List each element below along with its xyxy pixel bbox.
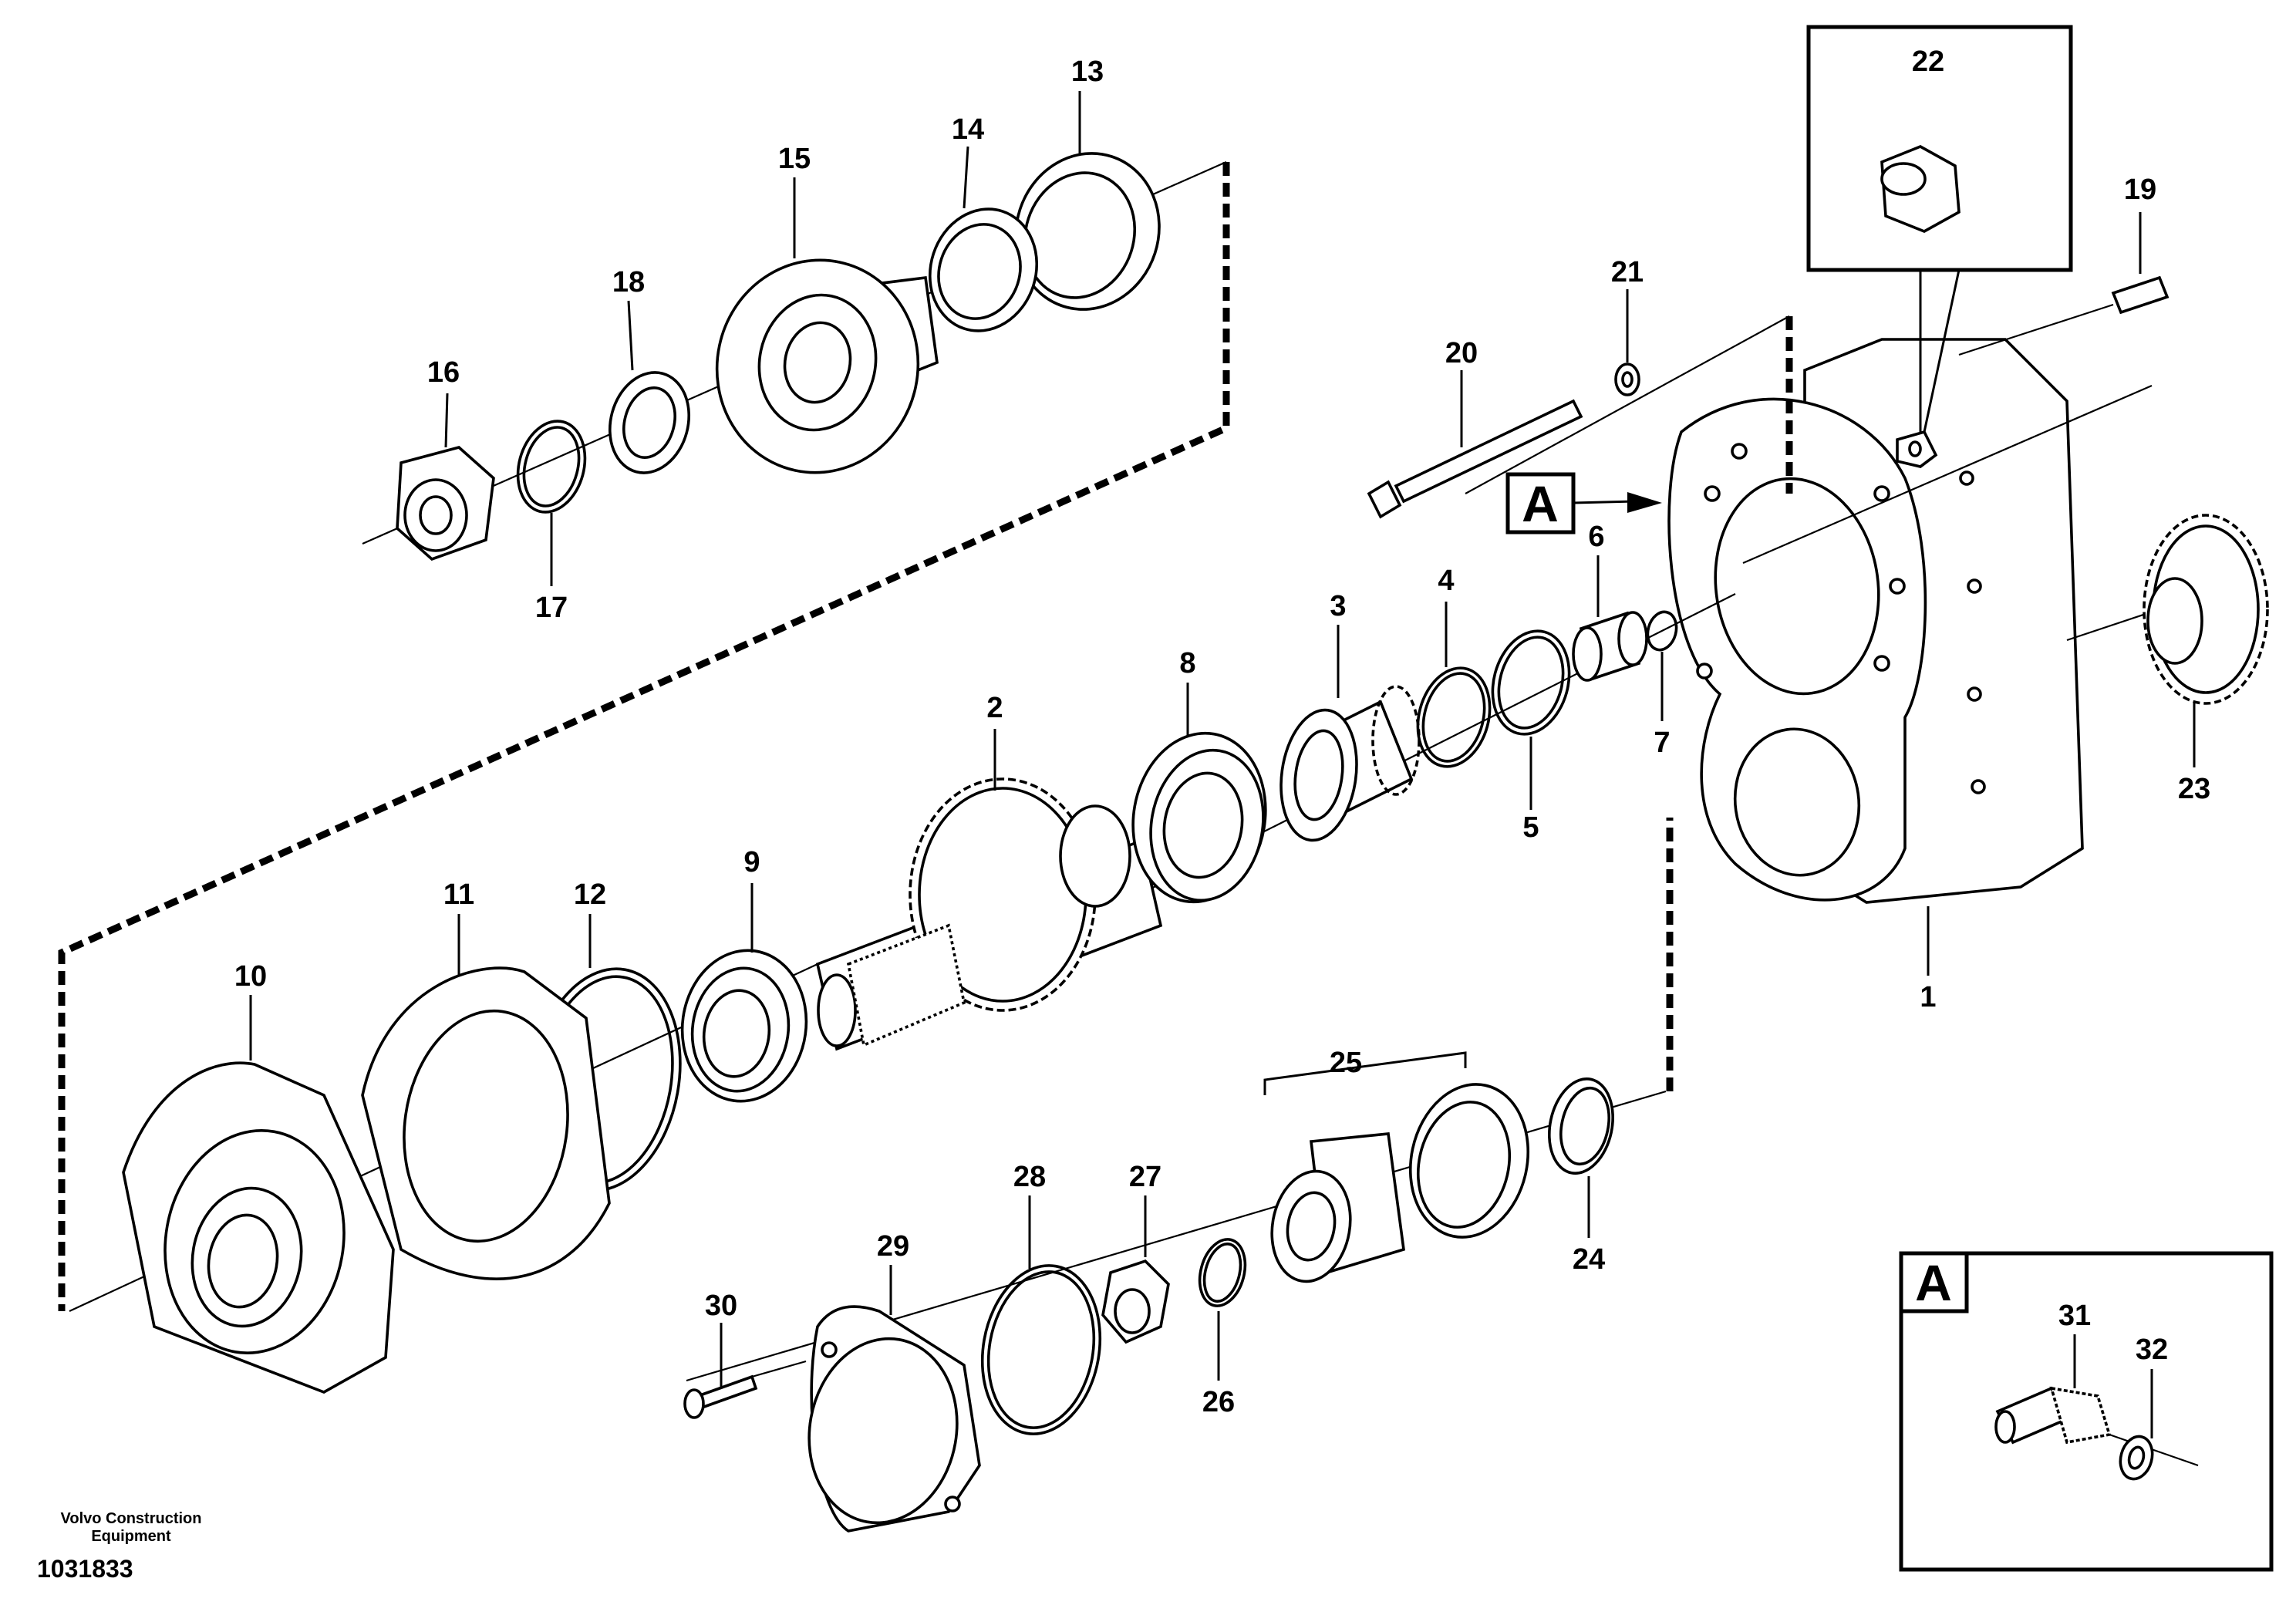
label-20: 20 [1445,337,1478,369]
part-29-cover [807,1305,981,1533]
part-13-bearing-cup [1014,152,1161,311]
part-14-seal [928,207,1039,332]
part-5-snap-ring [1491,629,1571,736]
label-19: 19 [2124,174,2156,206]
label-26: 26 [1202,1386,1235,1418]
part-16-nut [396,446,495,561]
part-22-nut-in-housing [1896,430,1938,468]
part-21-washer [1614,363,1640,396]
part-15-flange [715,258,939,474]
part-23-gear [2143,514,2269,705]
part-20-bolt [1367,315,1790,519]
company-line-2: Equipment [91,1528,171,1545]
drawing-number: 1031833 [37,1555,133,1583]
label-15: 15 [778,143,811,175]
label-21: 21 [1611,256,1644,288]
label-9: 9 [743,846,760,878]
label-17: 17 [535,592,568,624]
leader-lines [249,91,2196,1388]
label-22: 22 [1912,46,1944,78]
label-10: 10 [234,960,267,993]
company-line-1: Volvo Construction [61,1510,202,1527]
part-2-gear-shaft [815,777,1163,1051]
label-2: 2 [986,692,1003,724]
part-32-washer [2119,1435,2154,1481]
part-31-sensor [1994,1386,2199,1467]
label-25: 25 [1330,1047,1362,1079]
label-3: 3 [1330,590,1346,622]
part-26-snap-ring [1198,1238,1247,1307]
label-6: 6 [1588,521,1604,553]
detail-box-letter: A [1915,1254,1952,1311]
label-11: 11 [443,878,474,911]
part-8-bearing [1131,731,1267,904]
part-3-coupling [1279,685,1421,842]
label-27: 27 [1129,1161,1161,1193]
label-12: 12 [574,878,606,911]
part-number-labels: 13 14 15 18 16 17 22 19 21 20 6 4 3 8 7 … [234,46,2210,1418]
label-18: 18 [612,266,645,298]
part-19-pin [1958,275,2170,356]
label-16: 16 [427,356,460,389]
label-4: 4 [1438,565,1454,597]
label-14: 14 [952,113,984,146]
part-7-small-ring [1646,610,1678,652]
label-31: 31 [2058,1300,2091,1332]
part-30-bolt [683,1360,807,1419]
part-17-snap-ring [516,420,587,514]
part-24-ring [1548,1077,1614,1175]
label-13: 13 [1071,56,1104,88]
label-8: 8 [1179,647,1195,679]
part-10-bearing-cover [122,1061,395,1394]
label-23: 23 [2178,773,2210,805]
part-27-nut [1101,1259,1170,1344]
label-24: 24 [1573,1243,1605,1276]
part-1-housing [1667,338,2084,904]
reference-callout-a: A [1505,472,1662,534]
footer: Volvo Construction Equipment 1031833 [37,1510,201,1583]
reference-letter: A [1522,475,1559,532]
part-9-bearing [680,949,808,1103]
detail-box-part-22 [1806,25,2073,433]
top-assembly [58,152,1230,1311]
label-30: 30 [705,1290,737,1322]
label-7: 7 [1654,727,1670,759]
label-29: 29 [877,1230,909,1263]
label-1: 1 [1920,981,1936,1013]
label-32: 32 [2136,1334,2168,1366]
part-18-lock-washer [608,371,691,474]
part-25-tapered-bearing [1263,1051,1530,1283]
part-4-o-ring [1416,666,1492,768]
label-28: 28 [1013,1161,1046,1193]
detail-box-a: A [1899,1251,2274,1572]
part-6-needle-bearing [1572,611,1648,682]
label-5: 5 [1522,811,1539,844]
part-11-gasket [361,966,611,1280]
part-28-o-ring [980,1264,1102,1435]
